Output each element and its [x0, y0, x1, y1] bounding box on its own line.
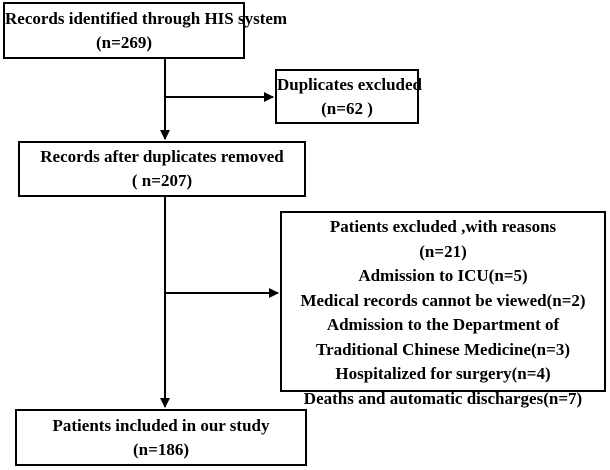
patients-excluded-box: Patients excluded ,with reasons (n=21) A… [280, 211, 606, 408]
excluded-reason-surgery: Hospitalized for surgery(n=4) [335, 364, 551, 383]
records-identified-box: Records identified through HIS system (n… [3, 2, 288, 59]
records-identified-count: (n=269) [96, 33, 152, 52]
duplicates-excluded-count: (n=62 ) [321, 99, 373, 118]
excluded-reason-deaths: Deaths and automatic discharges(n=7) [303, 388, 583, 408]
duplicates-excluded-box: Duplicates excluded (n=62 ) [275, 69, 422, 124]
excluded-reason-records: Medical records cannot be viewed(n=2) [300, 290, 586, 310]
patients-included-box: Patients included in our study (n=186) [15, 409, 307, 466]
excluded-count: (n=21) [419, 241, 467, 261]
patients-included-count: (n=186) [133, 440, 189, 459]
records-identified-label: Records identified through HIS system [5, 9, 288, 28]
excluded-reason-tcm-line2: Traditional Chinese Medicine(n=3) [316, 339, 570, 359]
records-after-duplicates-label: Records after duplicates removed [40, 147, 284, 166]
excluded-title: Patients excluded ,with reasons [329, 217, 557, 236]
excluded-reason-tcm-line1: Admission to the Department of [326, 315, 560, 334]
duplicates-excluded-label: Duplicates excluded [277, 75, 422, 94]
excluded-reason-icu: Admission to ICU(n=5) [358, 266, 528, 285]
records-after-duplicates-box: Records after duplicates removed ( n=207… [18, 141, 306, 197]
patients-included-label: Patients included in our study [52, 416, 270, 435]
records-after-duplicates-count: ( n=207) [131, 171, 193, 190]
